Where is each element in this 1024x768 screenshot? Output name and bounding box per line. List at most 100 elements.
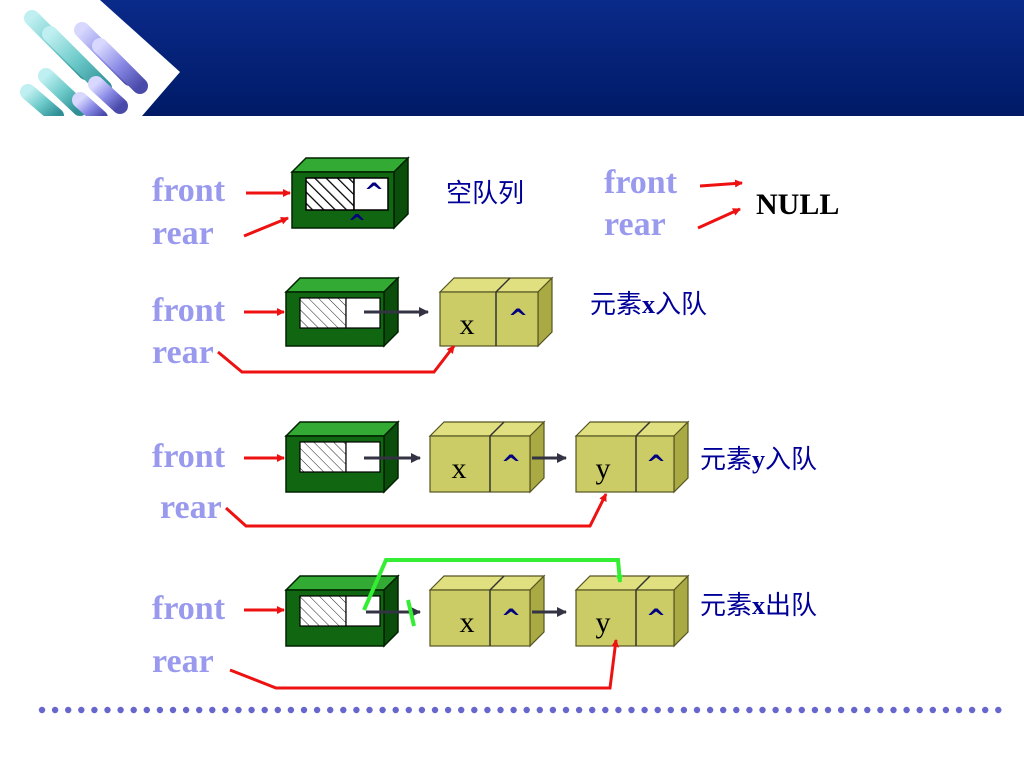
rear-pointer <box>217 345 456 374</box>
null-caret: ^ <box>500 450 522 478</box>
rear-label: rear <box>152 643 214 680</box>
divider-dot <box>615 706 622 714</box>
divider-dot <box>471 706 478 714</box>
divider-dot <box>484 706 491 714</box>
divider-dot <box>746 706 753 714</box>
rear-pointer <box>243 216 289 238</box>
null-caret: ^ <box>507 304 529 332</box>
head-node-enq-y <box>284 420 400 494</box>
null-caret: ^ <box>363 178 385 206</box>
divider-dot <box>785 706 792 714</box>
divider-dot <box>156 706 164 714</box>
node-value: y <box>595 606 611 639</box>
divider-dot <box>287 706 295 714</box>
divider-dot <box>982 706 989 714</box>
slide-decoration-cylinders-icon <box>20 10 148 116</box>
divider-dot <box>549 706 557 714</box>
divider-dot <box>837 706 845 714</box>
front-label: front <box>152 292 226 329</box>
null-caret: ^ <box>645 450 667 478</box>
header-bar <box>0 0 1024 116</box>
divider-dot <box>65 706 72 714</box>
data-node-x <box>438 276 554 348</box>
divider-dot <box>196 706 203 714</box>
head-node-empty <box>290 156 410 230</box>
null-caret: ^ <box>645 604 667 632</box>
divider-dot <box>209 706 216 714</box>
node-value: x <box>459 606 475 639</box>
cut-link-mark <box>406 599 416 627</box>
divider-dot <box>38 706 46 714</box>
divider-dot <box>458 706 465 714</box>
divider-dot <box>169 706 177 714</box>
divider-dot <box>851 706 858 714</box>
divider-dot <box>995 706 1002 714</box>
divider-dot <box>877 706 884 714</box>
caption-enqueue-y: 元素y入队 <box>700 445 818 474</box>
divider-dot <box>968 706 976 714</box>
front-label: front <box>152 590 226 627</box>
node-value: x <box>459 308 475 341</box>
divider-dot <box>104 706 111 714</box>
divider-dot <box>890 706 897 714</box>
caption-enqueue-x: 元素x入队 <box>590 290 708 319</box>
data-node-y <box>574 420 690 494</box>
node-value: y <box>595 452 611 485</box>
divider-dot <box>602 706 609 714</box>
divider-dot <box>798 706 805 714</box>
caption-dequeue-x: 元素x出队 <box>700 591 818 620</box>
divider-dot <box>955 706 963 714</box>
divider-dot <box>91 706 98 714</box>
alt-front-pointer <box>699 179 743 188</box>
rear-label: rear <box>152 215 214 252</box>
front-label: front <box>152 438 226 475</box>
data-node-x <box>428 574 546 648</box>
divider-dot <box>353 706 360 714</box>
divider-dot <box>929 706 936 714</box>
divider-dot <box>222 706 229 714</box>
divider-dot <box>235 706 242 714</box>
null-caret: ^ <box>500 604 522 632</box>
divider-dot <box>523 706 530 714</box>
divider-dot <box>392 706 399 714</box>
front-label: front <box>152 172 226 209</box>
divider-dot <box>942 706 950 714</box>
divider-dot <box>379 706 386 714</box>
rear-pointer <box>229 639 620 690</box>
divider-dot <box>733 706 740 714</box>
divider-dot <box>641 706 648 714</box>
alt-rear-label: rear <box>604 206 666 243</box>
divider-dot <box>313 706 321 714</box>
divider-dot <box>667 706 674 714</box>
null-label: NULL <box>756 188 840 221</box>
divider-dot <box>78 706 85 714</box>
divider-dot <box>536 706 543 714</box>
divider-dot <box>431 706 439 714</box>
alt-rear-pointer <box>697 207 741 230</box>
null-caret-below: ^ <box>347 211 367 236</box>
node-value: x <box>451 452 467 485</box>
divider-dot <box>562 706 570 714</box>
divider-dot <box>274 706 281 714</box>
divider-dot <box>759 706 766 714</box>
divider-dot <box>143 706 150 714</box>
divider-dot <box>300 706 308 714</box>
divider-dot <box>117 706 124 714</box>
divider-dot <box>693 706 701 714</box>
divider-dot <box>575 706 583 714</box>
divider-dot <box>589 706 596 714</box>
data-node-y <box>574 574 690 648</box>
caption-empty-queue: 空队列 <box>446 179 525 208</box>
alt-front-label: front <box>604 164 678 201</box>
divider-dot <box>811 706 819 714</box>
divider-dot <box>130 706 137 714</box>
divider-dot <box>772 706 779 714</box>
rear-label: rear <box>152 334 214 371</box>
divider-dot <box>327 706 334 714</box>
divider-dot <box>405 706 412 714</box>
data-node-x <box>428 420 546 494</box>
divider-dot <box>864 706 871 714</box>
divider-dot <box>497 706 504 714</box>
